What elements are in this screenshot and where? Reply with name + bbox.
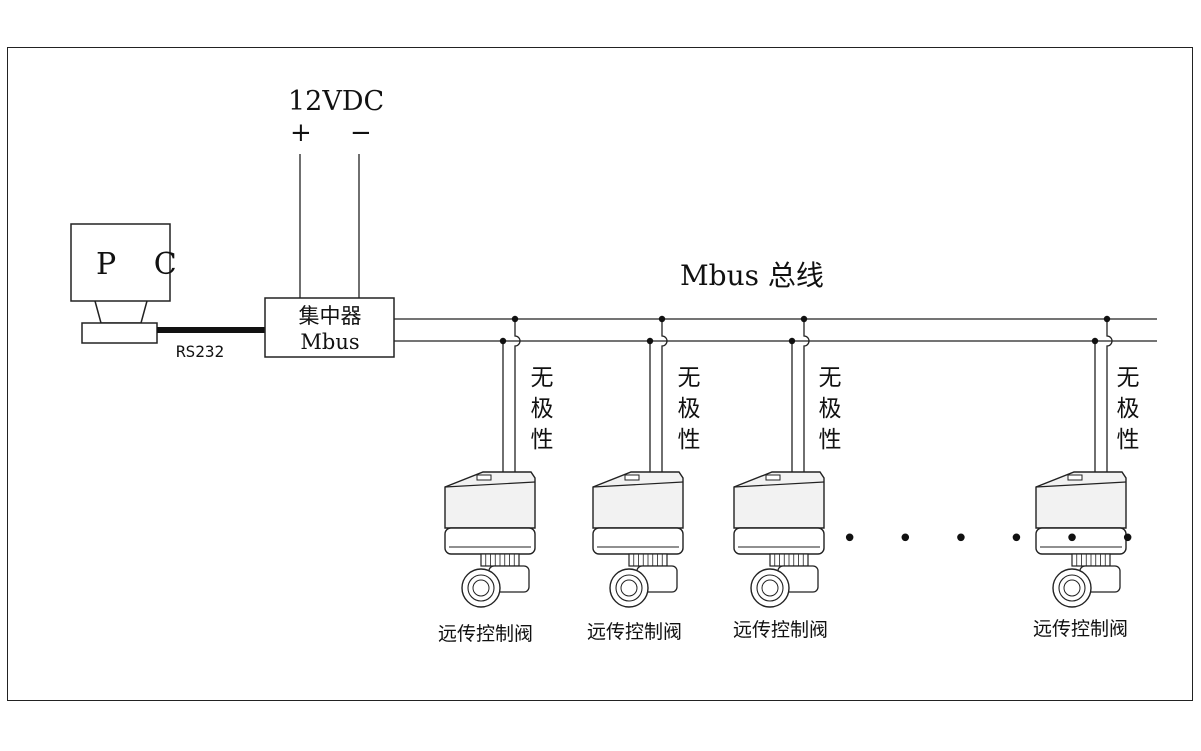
actuator-body — [592, 527, 684, 555]
diagram-frame — [7, 47, 1193, 701]
valve-2 — [592, 315, 684, 608]
actuator-body — [444, 527, 536, 555]
junction-dot-upper — [511, 315, 519, 323]
junction-dot-upper — [658, 315, 666, 323]
plus-terminal-label: + — [290, 118, 312, 148]
valve-port-inner — [467, 574, 495, 602]
valve-port-inner — [615, 574, 643, 602]
valve-wire-right — [514, 319, 521, 472]
actuator-edge — [1035, 481, 1127, 488]
junction-dot-upper — [1103, 315, 1111, 323]
valve-port-bore — [472, 579, 490, 597]
non-polar-label: 无极性 — [677, 365, 701, 453]
junction-dot-lower — [788, 337, 796, 345]
actuator-body — [733, 527, 825, 555]
valve-3 — [733, 315, 825, 608]
valve-4 — [1035, 315, 1127, 608]
concentrator-label-line2: Mbus — [300, 330, 360, 354]
actuator-indicator — [1067, 474, 1083, 481]
concentrator-label-line1: 集中器 — [298, 304, 362, 328]
valve-port-bore — [1063, 579, 1081, 597]
valve-label: 远传控制阀 — [733, 619, 829, 641]
non-polar-label: 无极性 — [1116, 365, 1140, 453]
non-polar-label: 无极性 — [530, 365, 554, 453]
pc-label: P C — [96, 247, 191, 282]
valve-wire-right — [1106, 319, 1113, 472]
junction-dot-lower — [1091, 337, 1099, 345]
junction-dot-upper — [800, 315, 808, 323]
actuator-indicator — [476, 474, 492, 481]
bus-title: Mbus 总线 — [680, 259, 824, 292]
valve-wire-right — [803, 319, 810, 472]
non-polar-label: 无极性 — [818, 365, 842, 453]
concentrator-box — [264, 297, 395, 358]
actuator-edge — [592, 481, 684, 488]
actuator-edge — [733, 481, 825, 488]
junction-dot-lower — [499, 337, 507, 345]
valve-label: 远传控制阀 — [438, 623, 534, 645]
valve-1 — [444, 315, 536, 608]
valve-port-bore — [761, 579, 779, 597]
valve-port-inner — [756, 574, 784, 602]
actuator-edge — [444, 481, 536, 488]
pc-stand — [94, 300, 148, 324]
valve-wire-right — [661, 319, 668, 472]
actuator-indicator — [624, 474, 640, 481]
valve-label: 远传控制阀 — [587, 621, 683, 643]
actuator-indicator — [765, 474, 781, 481]
pc-monitor — [70, 223, 171, 302]
rs232-label: RS232 — [176, 342, 225, 361]
valve-label: 远传控制阀 — [1033, 618, 1129, 640]
junction-dot-lower — [646, 337, 654, 345]
valve-port-bore — [620, 579, 638, 597]
concentrator-label: 集中器 Mbus — [266, 303, 394, 355]
minus-terminal-label: − — [350, 118, 372, 148]
pc-base — [81, 322, 158, 344]
valve-port-inner — [1058, 574, 1086, 602]
supply-voltage-label: 12VDC — [288, 86, 385, 117]
ellipsis-dots: • • • • • • — [842, 524, 1152, 554]
